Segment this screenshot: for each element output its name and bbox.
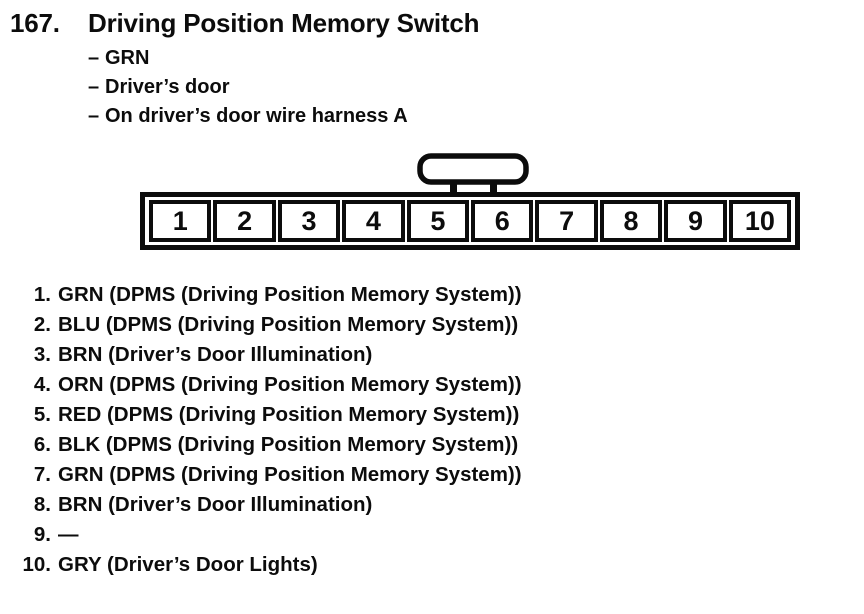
- pin-cell-1: 1: [149, 200, 212, 242]
- pin-number: 5: [430, 205, 446, 236]
- pin-cell-4: 4: [342, 200, 405, 242]
- pin-number: 6: [494, 205, 510, 236]
- pin-list-number: 5.: [33, 403, 51, 426]
- dash-bullet: –: [88, 105, 100, 127]
- pin-cell-7: 7: [535, 200, 598, 242]
- pin-cell-6: 6: [471, 200, 534, 242]
- pin-list-row: 2. BLU (DPMS (Driving Position Memory Sy…: [13, 313, 522, 343]
- pin-list-desc: GRY (Driver’s Door Lights): [58, 553, 318, 576]
- connector-pinout-diagram: 1 2 3 4 5 6 7 8 9 10: [140, 192, 800, 250]
- attribute-line: – Driver’s door: [88, 76, 408, 105]
- pin-list-desc: RED (DPMS (Driving Position Memory Syste…: [58, 403, 520, 426]
- connector-latch-icon: [417, 153, 529, 198]
- attribute-location: Driver’s door: [105, 76, 230, 98]
- dash-bullet: –: [88, 76, 100, 98]
- connector-heading: 167. Driving Position Memory Switch: [10, 8, 479, 39]
- pin-number: 8: [623, 205, 639, 236]
- pin-list-desc: ORN (DPMS (Driving Position Memory Syste…: [58, 373, 522, 396]
- connector-title: Driving Position Memory Switch: [88, 8, 480, 38]
- pin-list-number: 6.: [33, 433, 51, 456]
- pin-list-row: 7. GRN (DPMS (Driving Position Memory Sy…: [13, 463, 522, 493]
- latch-leg-left: [450, 176, 457, 198]
- pin-cell-3: 3: [277, 200, 341, 242]
- pin-number: 1: [172, 205, 188, 236]
- pin-list-row: 1. GRN (DPMS (Driving Position Memory Sy…: [13, 283, 522, 313]
- pin-list-desc: BRN (Driver’s Door Illumination): [58, 343, 373, 366]
- pin-number: 10: [744, 205, 775, 236]
- connector-attributes: – GRN – Driver’s door – On driver’s door…: [88, 47, 408, 134]
- pin-list-row: 4. ORN (DPMS (Driving Position Memory Sy…: [13, 373, 522, 403]
- pin-list-row: 6. BLK (DPMS (Driving Position Memory Sy…: [13, 433, 522, 463]
- pin-number: 7: [559, 205, 575, 236]
- pin-list-desc: GRN (DPMS (Driving Position Memory Syste…: [58, 463, 522, 486]
- pin-list-number: 4.: [33, 373, 51, 396]
- pin-list-row: 8. BRN (Driver’s Door Illumination): [13, 493, 522, 523]
- pin-list-row: 9. —: [13, 523, 522, 553]
- pin-cell-2: 2: [213, 200, 276, 242]
- pin-list-number: 1.: [33, 283, 51, 306]
- pin-list-number: 9.: [33, 523, 51, 546]
- pin-list-number: 10.: [22, 553, 52, 576]
- pin-list-number: 2.: [33, 313, 51, 336]
- pin-cell-5: 5: [406, 200, 470, 242]
- pin-list-desc: —: [58, 523, 79, 546]
- pin-list-number: 8.: [33, 493, 51, 516]
- pin-list-row: 5. RED (DPMS (Driving Position Memory Sy…: [13, 403, 522, 433]
- pin-legend-list: 1. GRN (DPMS (Driving Position Memory Sy…: [13, 283, 522, 583]
- connector-item-number: 167.: [10, 8, 60, 38]
- pin-list-number: 7.: [33, 463, 51, 486]
- pin-number: 4: [365, 205, 381, 236]
- dash-bullet: –: [88, 47, 100, 69]
- attribute-wire-color: GRN: [105, 47, 150, 69]
- pin-list-row: 3. BRN (Driver’s Door Illumination): [13, 343, 522, 373]
- pin-number: 9: [687, 205, 703, 236]
- pin-list-desc: BLK (DPMS (Driving Position Memory Syste…: [58, 433, 519, 456]
- attribute-harness: On driver’s door wire harness A: [105, 105, 408, 127]
- attribute-line: – On driver’s door wire harness A: [88, 105, 408, 134]
- pin-list-row: 10. GRY (Driver’s Door Lights): [13, 553, 522, 583]
- pin-list-number: 3.: [33, 343, 51, 366]
- pin-cell-9: 9: [664, 200, 727, 242]
- attribute-line: – GRN: [88, 47, 408, 76]
- pin-number: 3: [301, 205, 317, 236]
- pin-list-desc: BRN (Driver’s Door Illumination): [58, 493, 373, 516]
- pin-cell-10: 10: [728, 200, 792, 242]
- latch-cap: [417, 153, 529, 185]
- pin-number: 2: [237, 205, 253, 236]
- pin-list-desc: BLU (DPMS (Driving Position Memory Syste…: [58, 313, 519, 336]
- pin-cell-8: 8: [599, 200, 663, 242]
- pin-list-desc: GRN (DPMS (Driving Position Memory Syste…: [58, 283, 522, 306]
- latch-leg-right: [490, 176, 497, 198]
